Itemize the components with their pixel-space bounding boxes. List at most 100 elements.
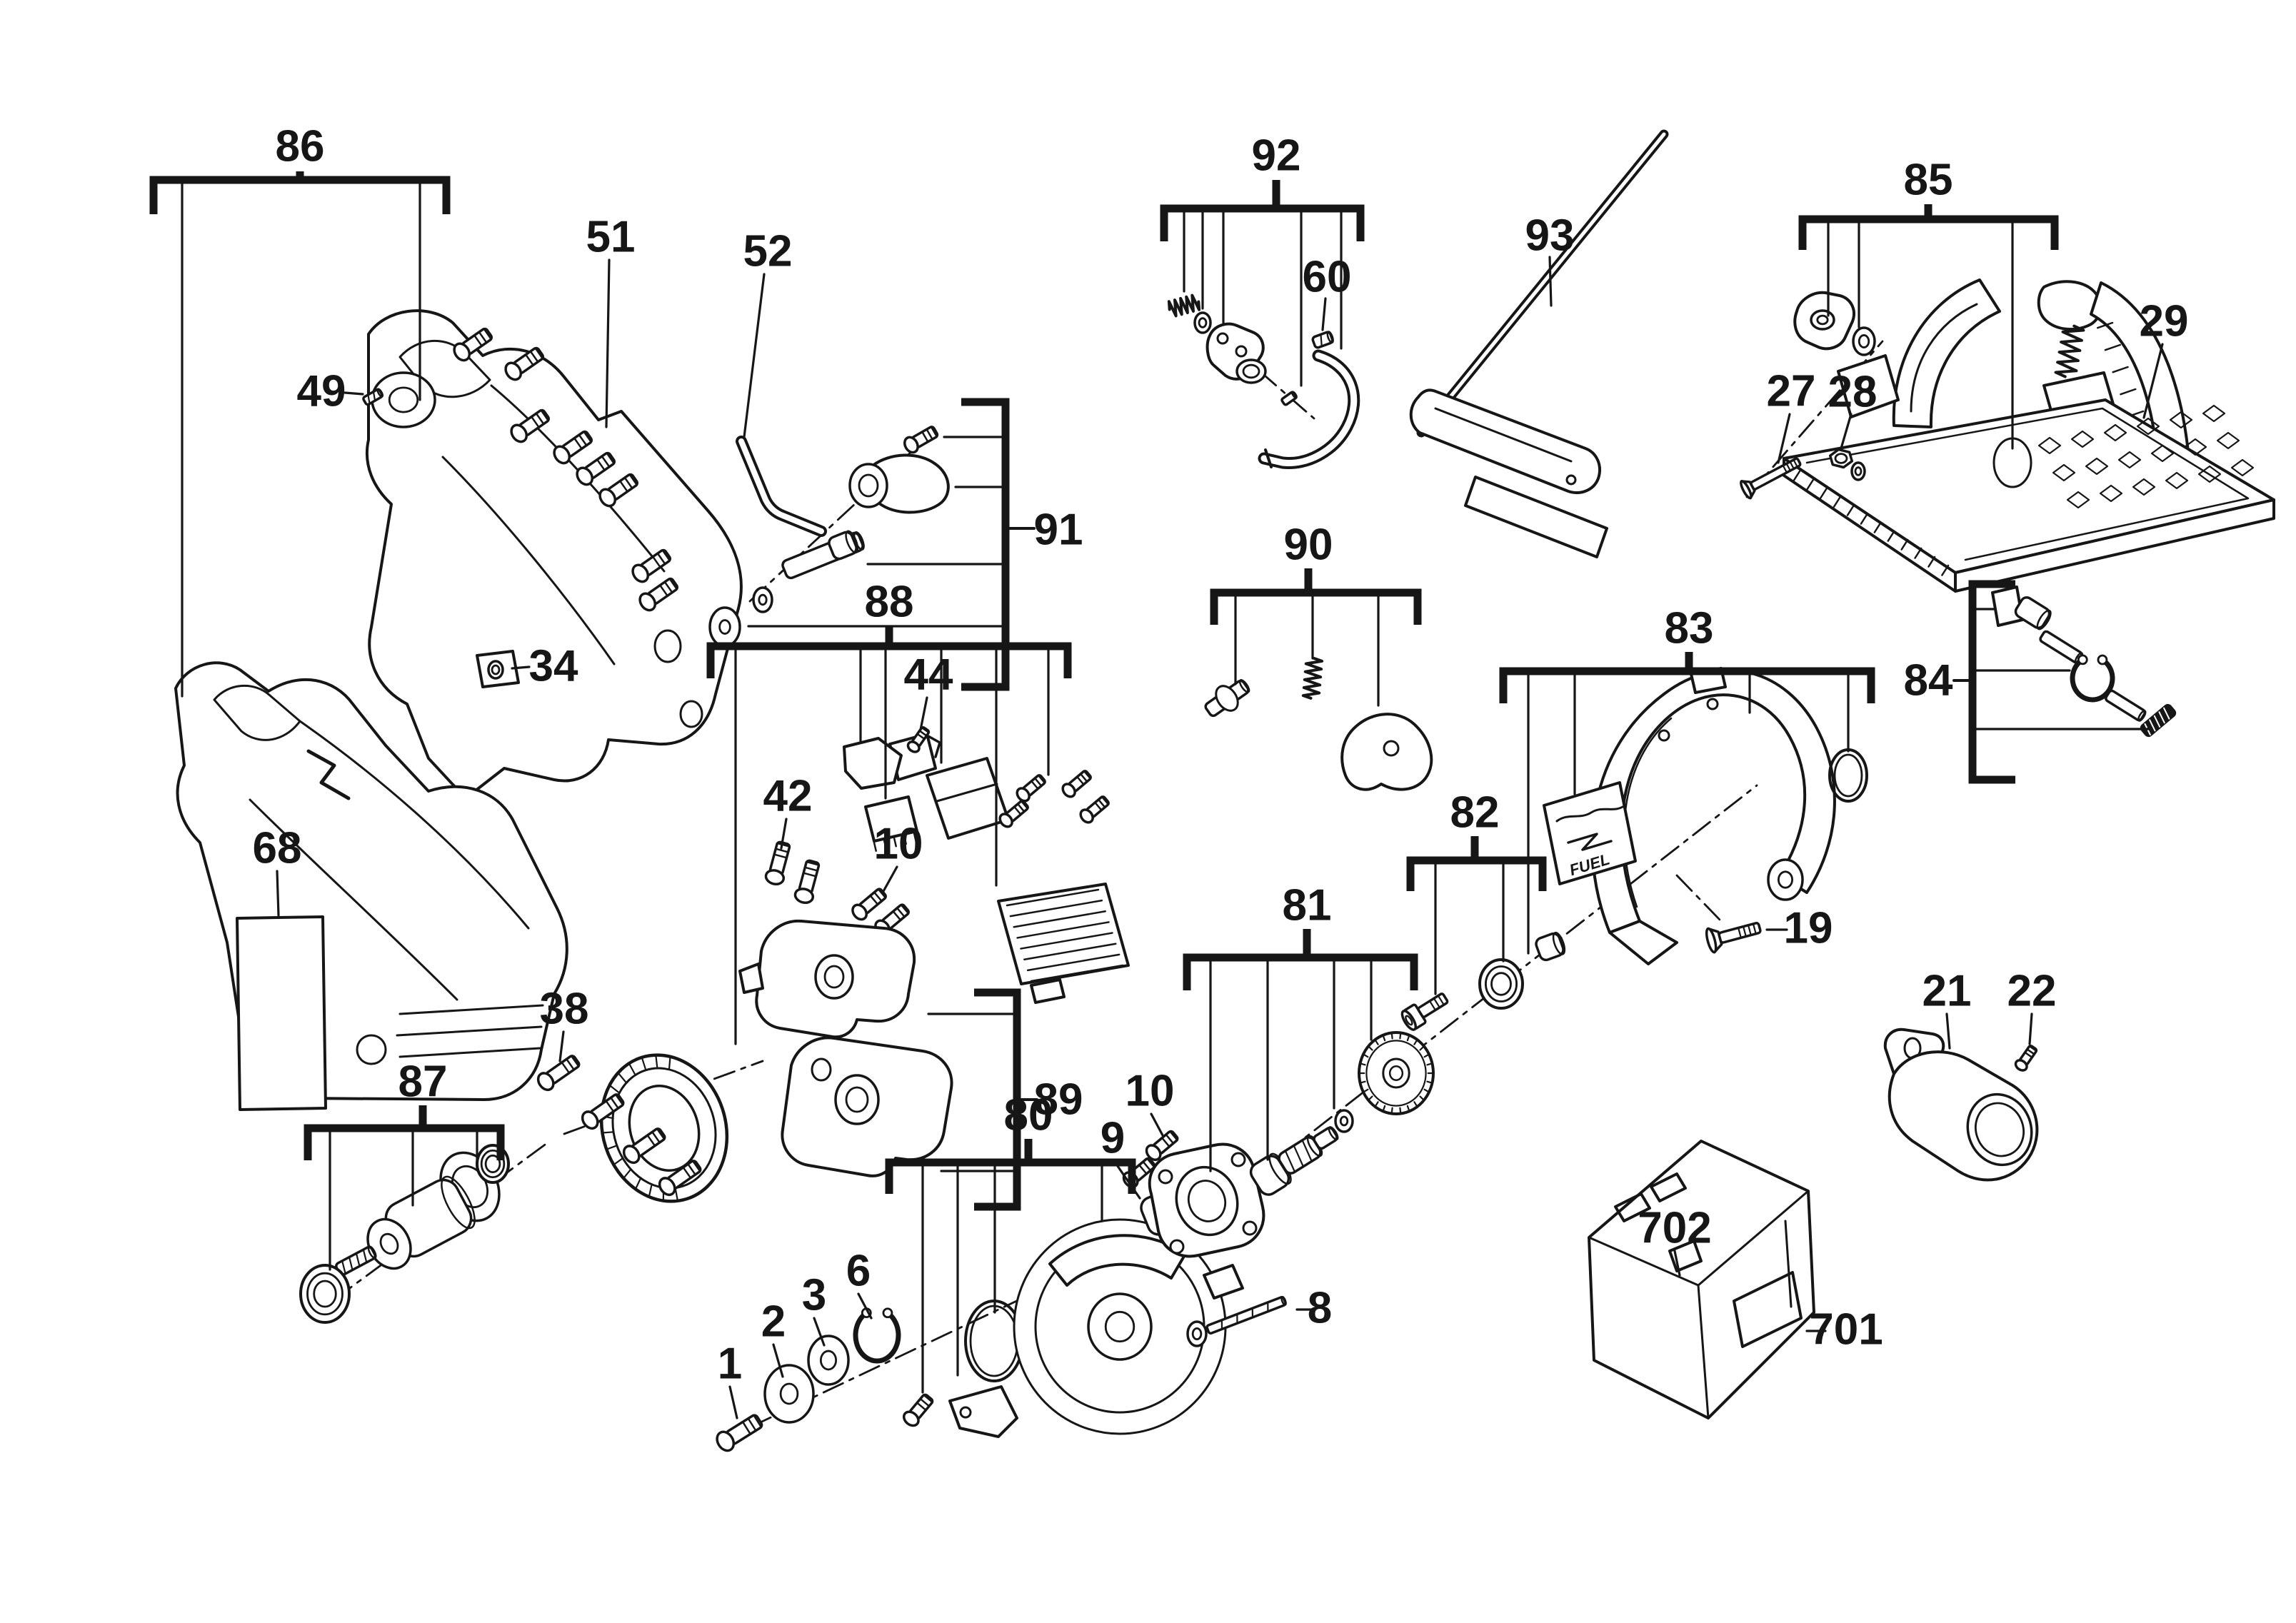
bevel-quadrant-85-slot-shape bbox=[1910, 303, 1978, 413]
rear-rail-85-ticks-shape bbox=[2112, 366, 2129, 373]
lower-guard-80-hub-shape bbox=[1104, 1310, 1136, 1343]
bolt-27-body bbox=[1740, 457, 1802, 500]
leader-line-22 bbox=[857, 1292, 873, 1320]
bearing-87-rear-shape bbox=[484, 1154, 501, 1174]
controller-module-88-fins-shape bbox=[1016, 921, 1110, 939]
leader-line-2-shape bbox=[605, 258, 611, 428]
part-label-34: 34 bbox=[529, 642, 578, 691]
shoe-honeycomb-shape bbox=[2070, 430, 2095, 448]
screw-42-2-body bbox=[793, 859, 821, 905]
socket-bolt-82-body-shape bbox=[1438, 995, 1445, 1005]
bearing-82-shape bbox=[1490, 972, 1512, 996]
output-gear-81-shape bbox=[1390, 1107, 1393, 1115]
switch-lever-88-shape bbox=[843, 737, 903, 790]
screw-51-4-body-shape bbox=[578, 435, 587, 446]
part-label-52: 52 bbox=[743, 227, 793, 276]
part-label-text-3: 3 bbox=[802, 1271, 826, 1320]
bracket-82-bar bbox=[1406, 856, 1547, 891]
screw-10b-2-body-shape bbox=[1143, 1161, 1151, 1171]
shoe-ruler-ticks-shape bbox=[1873, 521, 1882, 533]
guard-lever-80-hole bbox=[959, 1406, 972, 1419]
leader-line-1 bbox=[511, 665, 531, 670]
lower-guard-80-latch-shape bbox=[1203, 1264, 1244, 1300]
washer-81-shape bbox=[1339, 1115, 1349, 1127]
case-701-edge-b-shape bbox=[1588, 1236, 1700, 1287]
upper-guard-83-arc bbox=[1623, 717, 1673, 908]
spring-pin-84-body-shape bbox=[2163, 707, 2170, 720]
shoe-honeycomb-shape bbox=[2197, 465, 2222, 483]
screw-38-3-body-shape bbox=[656, 1128, 665, 1140]
upper-guard-83-rivet-a bbox=[1658, 729, 1670, 742]
part-label-text-38: 38 bbox=[540, 985, 589, 1034]
spindle-flange-81-hole-b bbox=[1230, 1152, 1246, 1167]
upper-guard-83-boss-shape bbox=[1777, 870, 1793, 889]
rotor-shaft-87-body-shape bbox=[362, 1249, 368, 1263]
screw-51-2-body-shape bbox=[535, 348, 543, 358]
screw-51-2-body bbox=[504, 346, 545, 381]
part-label-86: 86 bbox=[276, 122, 325, 171]
screw-88r-1-body bbox=[1016, 774, 1046, 803]
leader-line-5-shape bbox=[1548, 256, 1553, 307]
bevel-quadrant-85-shape bbox=[1892, 278, 2001, 428]
indicator-washer-2 bbox=[763, 1364, 815, 1424]
rear-rail-85-ticks-shape bbox=[2104, 343, 2121, 351]
shoe-ruler-ticks-shape bbox=[1900, 538, 1909, 551]
spindle-81-shaft-body bbox=[1278, 1135, 1323, 1175]
screw-51-1-body bbox=[453, 327, 493, 362]
leader-line-6-shape bbox=[2142, 343, 2164, 419]
stator-88-shape bbox=[601, 1131, 613, 1134]
screw-51-8-body-shape bbox=[669, 578, 678, 589]
outer-washer-3-shape bbox=[819, 1350, 838, 1371]
bracket-82 bbox=[1406, 836, 1547, 995]
screw-51-8-body-shape bbox=[646, 577, 679, 606]
blade-flange-bolt-1-body-shape bbox=[748, 1419, 756, 1431]
handle-housing-button-shape bbox=[356, 1034, 387, 1065]
bracket-84 bbox=[1952, 580, 2150, 784]
screw-10a-2-body-shape bbox=[901, 905, 909, 914]
handle-housing-battery-rail-1-shape bbox=[398, 1004, 544, 1015]
leader-line-14 bbox=[1150, 1112, 1164, 1137]
spindle-81-tip-body-shape bbox=[1313, 1126, 1338, 1150]
spindle-81-tip-body-shape bbox=[1328, 1126, 1339, 1141]
part-label-text-10: 10 bbox=[874, 820, 923, 869]
spring-pin-84-body bbox=[2140, 703, 2177, 738]
centerline-0-shape bbox=[748, 440, 924, 603]
output-gear-81-shape bbox=[1367, 1045, 1373, 1051]
leader-line-5 bbox=[1548, 256, 1553, 307]
nut-28 bbox=[1828, 448, 1854, 469]
case-701-edge-c bbox=[1697, 1284, 1710, 1420]
shoe-ruler-ticks-shape bbox=[1914, 547, 1922, 559]
screw-51-3-body-shape bbox=[536, 413, 544, 424]
screw-22-body bbox=[2014, 1045, 2038, 1072]
part-label-text-90: 90 bbox=[1284, 521, 1333, 570]
part-label-88: 88 bbox=[865, 578, 914, 627]
rotor-shaft-87-body-shape bbox=[367, 1245, 377, 1260]
screw-51-6-body-shape bbox=[598, 488, 617, 508]
screw-51-4-body-shape bbox=[583, 431, 592, 442]
shoe-honeycomb-shape bbox=[2099, 484, 2123, 503]
shoe-honeycomb-shape bbox=[2066, 491, 2090, 509]
bolt-27-body-shape bbox=[1782, 465, 1788, 473]
case-701-rib bbox=[1784, 1220, 1793, 1308]
upper-guard-83 bbox=[1590, 668, 1836, 934]
milwaukee-fuel-logo-plate bbox=[1543, 781, 1637, 885]
screw-22 bbox=[2014, 1045, 2038, 1072]
part-label-6: 6 bbox=[846, 1247, 871, 1296]
part-label-text-42: 42 bbox=[763, 772, 813, 821]
case-701-latch-a bbox=[1614, 1192, 1651, 1222]
milwaukee-logo-script bbox=[1555, 805, 1624, 823]
washer-small-91-shape bbox=[758, 593, 768, 606]
part-label-text-81: 81 bbox=[1283, 881, 1332, 930]
edge-guide-93 bbox=[1409, 388, 1601, 494]
screw-91-body bbox=[903, 426, 939, 454]
handle-housing-line-b-shape bbox=[249, 798, 458, 1001]
part-label-text-89: 89 bbox=[1034, 1075, 1083, 1125]
depth-knob-85-shape bbox=[2037, 280, 2102, 331]
rotor-body-87-body-shape bbox=[441, 1175, 476, 1230]
spindle-flange-81-hole-d-shape bbox=[1169, 1239, 1185, 1255]
bracket-90 bbox=[1210, 568, 1422, 707]
screw-42-2-body-shape bbox=[793, 888, 815, 905]
screw-38-4-body-shape bbox=[683, 1167, 691, 1178]
motor-housing-right-boss-shape bbox=[388, 386, 419, 413]
